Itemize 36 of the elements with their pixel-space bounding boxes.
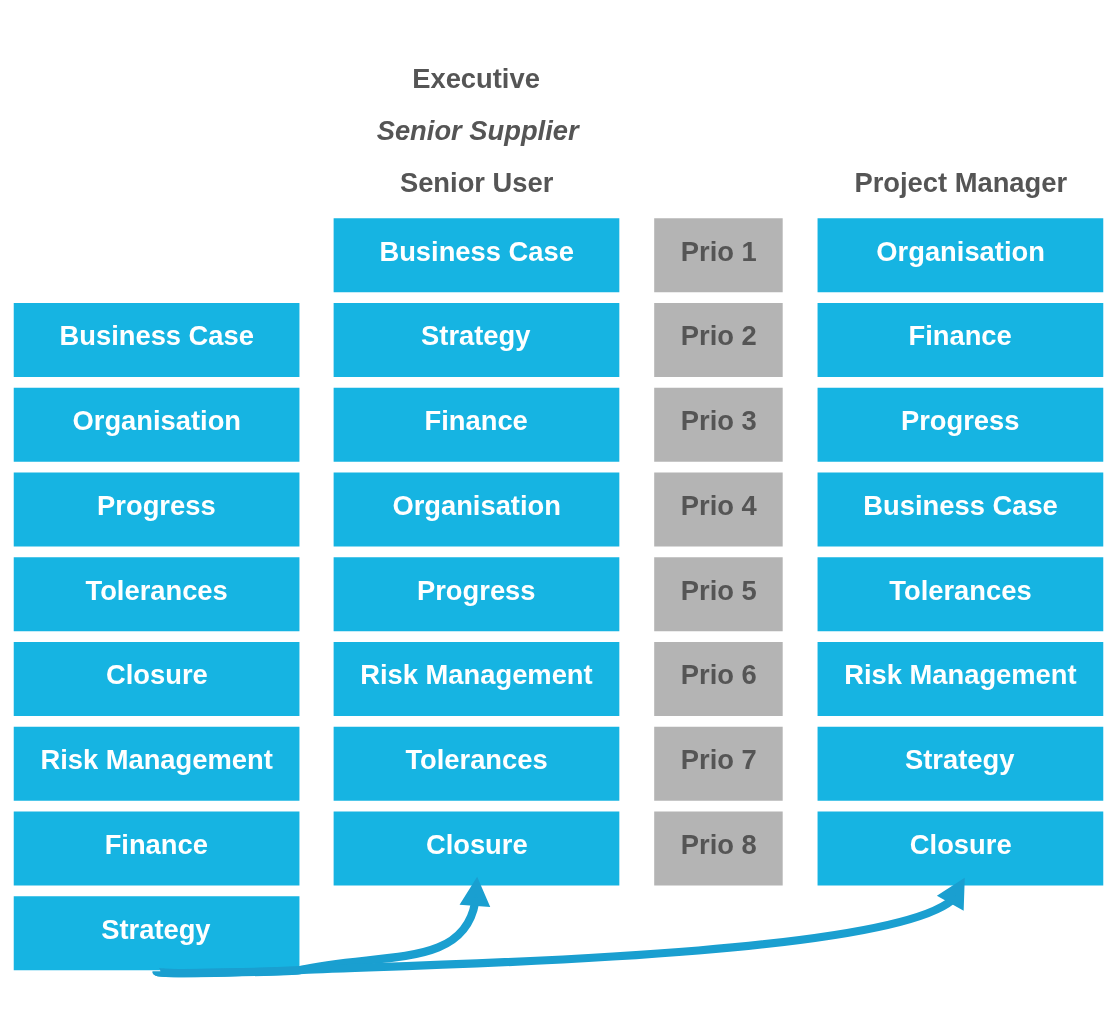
node-box: Organisation (333, 472, 620, 547)
node-box: Prio 7 (654, 726, 783, 801)
node-box: Progress (13, 472, 300, 547)
node-box: Business Case (817, 472, 1104, 547)
label: Executive (412, 63, 540, 95)
node-box: Progress (333, 557, 620, 632)
node-box: Business Case (333, 218, 620, 293)
node-box: Prio 4 (654, 472, 783, 547)
node-box: Closure (333, 811, 620, 886)
label: Project Manager (854, 167, 1068, 199)
node-box: Closure (13, 642, 300, 716)
node-box: Risk Management (13, 726, 300, 801)
node-box: Strategy (13, 896, 300, 971)
label: Senior Supplier (376, 115, 579, 147)
node-box: Strategy (333, 303, 620, 377)
node-box: Prio 1 (654, 218, 783, 293)
node-box: Risk Management (817, 642, 1104, 716)
node-box: Business Case (13, 303, 300, 377)
node-box: Finance (817, 303, 1104, 377)
node-box: Prio 3 (654, 387, 783, 462)
node-box: Organisation (817, 218, 1104, 293)
node-box: Prio 8 (654, 811, 783, 886)
node-box: Finance (333, 387, 620, 462)
node-box: Organisation (13, 387, 300, 462)
node-box: Strategy (817, 726, 1104, 801)
node-box: Tolerances (817, 557, 1104, 632)
node-box: Progress (817, 387, 1104, 462)
node-box: Tolerances (13, 557, 300, 632)
node-box: Finance (13, 811, 300, 886)
node-box: Prio 2 (654, 303, 783, 377)
node-box: Prio 5 (654, 557, 783, 632)
node-box: Closure (817, 811, 1104, 886)
node-box: Tolerances (333, 726, 620, 801)
node-box: Risk Management (333, 642, 620, 716)
label: Senior User (399, 167, 554, 199)
node-box: Prio 6 (654, 642, 783, 716)
